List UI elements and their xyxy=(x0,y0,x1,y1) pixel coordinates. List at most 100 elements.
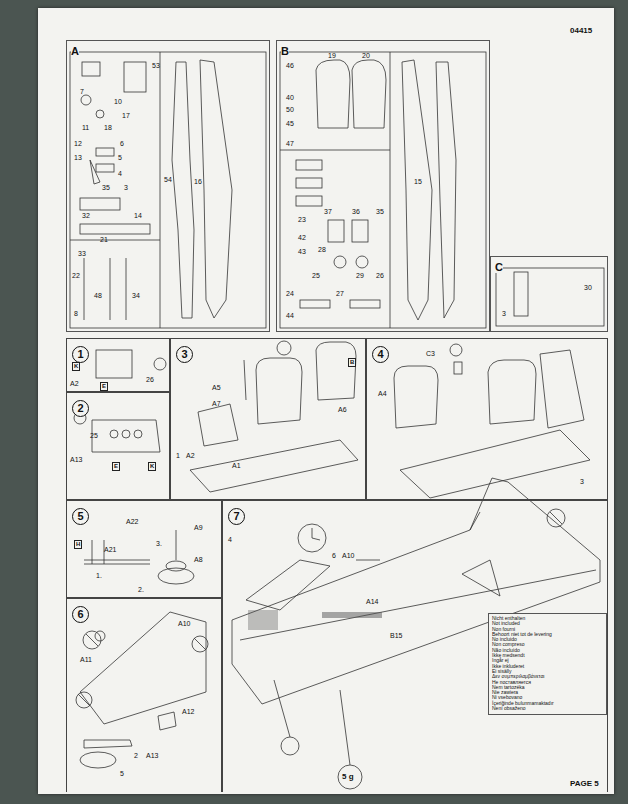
fuselage-half xyxy=(200,60,232,318)
part-number: 34 xyxy=(132,292,140,300)
step-panel: 5 xyxy=(66,500,222,598)
step-panel: 2 xyxy=(66,392,170,500)
part-number: 54 xyxy=(164,176,172,184)
part-number: 4 xyxy=(118,170,122,178)
paint-code: H xyxy=(74,540,82,549)
part-number: B15 xyxy=(390,632,402,640)
step-panel: 3 xyxy=(170,338,366,500)
step-number: 5 xyxy=(72,508,89,525)
part-number: 11 xyxy=(82,124,89,132)
part-number: 3 xyxy=(502,310,506,318)
page-text: PAGE 5 xyxy=(570,780,599,788)
step-number: 2 xyxy=(72,400,89,417)
part-number: 4 xyxy=(228,536,232,544)
part-number: A9 xyxy=(194,524,203,532)
part-number: 21 xyxy=(100,236,108,244)
clock-symbol xyxy=(298,524,326,552)
part-number: 25 xyxy=(312,272,320,280)
part-number: 16 xyxy=(194,178,202,186)
part-number: 46 xyxy=(286,62,294,70)
fuselage-nose xyxy=(80,612,206,724)
sprue-letter: C xyxy=(495,261,503,273)
part-number: 3. xyxy=(156,540,162,548)
part-number: 44 xyxy=(286,312,294,320)
step-number: 4 xyxy=(372,346,389,363)
part-number: 53 xyxy=(152,62,160,70)
part-number: C3 xyxy=(426,350,435,358)
part-number: A8 xyxy=(194,556,203,564)
part-number: A12 xyxy=(182,708,194,716)
part-number: A4 xyxy=(378,390,387,398)
sprue-frame: A xyxy=(66,40,270,332)
part-number: A1 xyxy=(232,462,241,470)
part-number: A7 xyxy=(212,400,221,408)
step-panel: 1 xyxy=(66,338,170,392)
part-number: A13 xyxy=(70,456,82,464)
paint-code: E xyxy=(112,462,120,471)
part-number: 2 xyxy=(134,752,138,760)
seat-part xyxy=(316,60,350,128)
part-number: 6 xyxy=(120,140,124,148)
part-number: A22 xyxy=(126,518,138,526)
part-number: A11 xyxy=(80,656,92,664)
step-number: 6 xyxy=(72,606,89,623)
part-number: 29 xyxy=(356,272,364,280)
part-number: 35 xyxy=(102,184,110,192)
paint-code: E xyxy=(100,382,108,391)
part-number: 25 xyxy=(90,432,98,440)
step-panel: 7Nicht enthaltenNot includedNon fourniBe… xyxy=(222,500,608,792)
fuselage-half xyxy=(402,60,432,320)
part-number: 45 xyxy=(286,120,294,128)
part-number: 14 xyxy=(134,212,142,220)
part-number: 33 xyxy=(78,250,86,258)
page-text: 04415 xyxy=(570,27,592,35)
sprue-letter: A xyxy=(71,45,79,57)
part-number: 30 xyxy=(584,284,592,292)
part-number: 3 xyxy=(124,184,128,192)
seat xyxy=(256,358,302,424)
part-number: 8 xyxy=(74,310,78,318)
paint-code: B xyxy=(348,358,356,367)
part-number: A10 xyxy=(178,620,190,628)
step-panel: 4 xyxy=(366,338,608,500)
part-number: 26 xyxy=(146,376,154,384)
part-number: 20 xyxy=(362,52,370,60)
part-number: 5 xyxy=(118,154,122,162)
step-number: 3 xyxy=(176,346,193,363)
paint-code: K xyxy=(148,462,156,471)
part-number: A2 xyxy=(70,380,79,388)
seat-part xyxy=(352,60,386,128)
part-number: 24 xyxy=(286,290,294,298)
paint-code: K xyxy=(72,362,80,371)
sprue-runner xyxy=(70,52,266,328)
part-number: 27 xyxy=(336,290,344,298)
part-number: 19 xyxy=(328,52,336,60)
part-number: 48 xyxy=(94,292,102,300)
part-number: 18 xyxy=(104,124,112,132)
part-number: 5 g xyxy=(342,773,354,781)
part-number: 23 xyxy=(298,216,306,224)
part-number: 32 xyxy=(82,212,90,220)
part-number: 7 xyxy=(80,88,84,96)
part-number: 15 xyxy=(414,178,422,186)
part-number: 28 xyxy=(318,246,326,254)
part-number: 3 xyxy=(580,478,584,486)
part-number: A5 xyxy=(212,384,221,392)
part-number: 1 xyxy=(176,452,180,460)
part-number: 5 xyxy=(120,770,124,778)
part-number: 35 xyxy=(376,208,384,216)
part-number: 37 xyxy=(324,208,332,216)
part-number: A10 xyxy=(342,552,354,560)
part-number: 6 xyxy=(332,552,336,560)
fuselage-half xyxy=(172,62,194,318)
cockpit-floor xyxy=(190,440,358,492)
sprue-frame: C xyxy=(490,256,608,332)
step-number: 7 xyxy=(228,508,245,525)
part-number: A2 xyxy=(186,452,195,460)
note-line: Není obsaženo xyxy=(492,706,606,711)
part-number: 10 xyxy=(114,98,122,106)
part-number: A14 xyxy=(366,598,378,606)
part-number: A13 xyxy=(146,752,158,760)
part-number: 26 xyxy=(376,272,384,280)
part-number: 12 xyxy=(74,140,82,148)
